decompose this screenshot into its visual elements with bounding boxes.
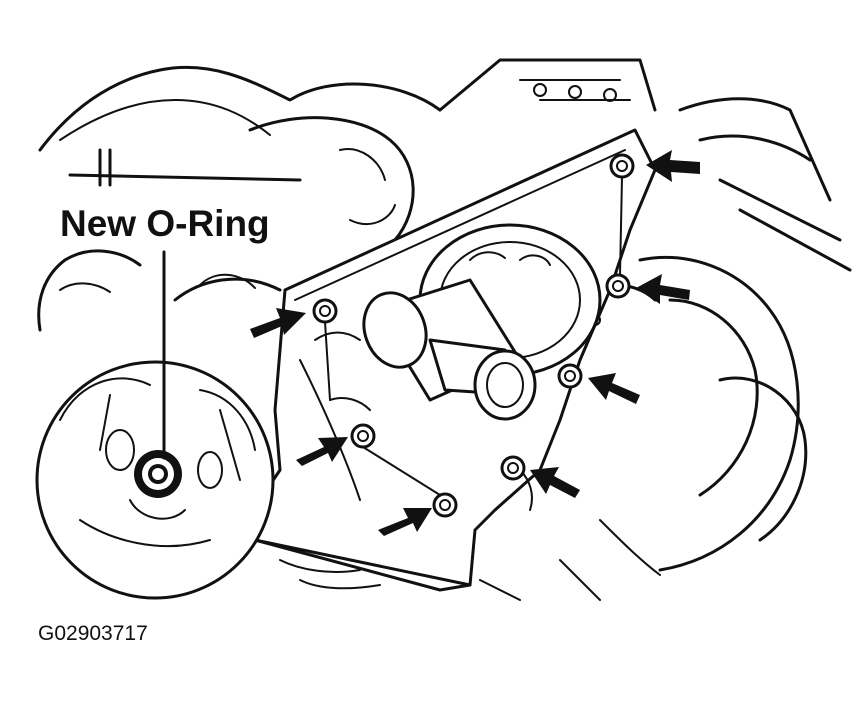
bolt	[312, 298, 338, 324]
arrow-icon	[378, 508, 432, 536]
bolt-arrows	[250, 150, 700, 536]
figure-id: G02903717	[38, 622, 148, 645]
arrow-icon	[636, 274, 690, 304]
arrow-icon	[250, 308, 306, 338]
bolts	[312, 153, 635, 518]
bolt	[500, 455, 526, 481]
bolt	[432, 492, 458, 518]
bolt-leaders	[324, 176, 623, 496]
shaft-assembly	[362, 223, 602, 421]
bolt	[605, 273, 631, 299]
bolt	[350, 423, 376, 449]
bolt	[609, 153, 635, 179]
arrow-icon	[646, 150, 700, 182]
bolt	[557, 363, 583, 389]
callout-label-o-ring: New O-Ring	[60, 203, 270, 244]
engine-block-background	[37, 58, 852, 601]
arrow-icon	[296, 437, 348, 466]
detail-callout	[35, 250, 472, 600]
arrow-icon	[588, 373, 640, 404]
arrow-icon	[530, 467, 580, 498]
